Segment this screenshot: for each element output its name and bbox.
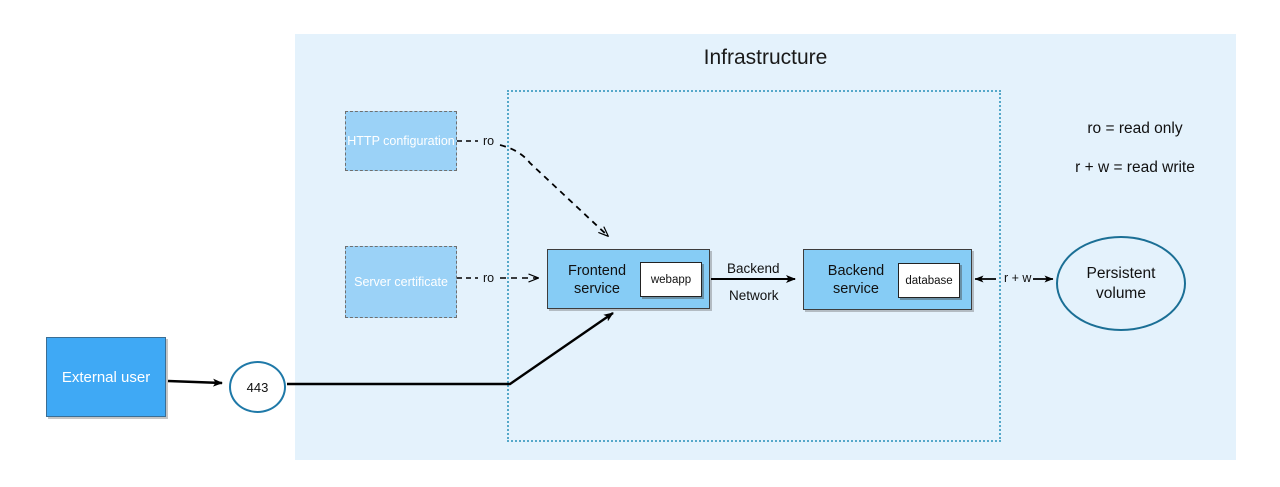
edge-label-http-config-ro: ro <box>483 134 495 148</box>
legend: ro = read only r + w = read write <box>1020 120 1250 198</box>
node-frontend-service-label: Frontend service <box>567 263 627 297</box>
edge-label-read-write: r + w <box>1004 271 1032 285</box>
wire-user-to-port <box>167 378 223 387</box>
node-server-certificate-label: Server certificate <box>354 275 448 289</box>
node-port-443-label: 443 <box>246 379 269 395</box>
node-http-configuration[interactable]: HTTP configuration <box>345 111 457 171</box>
node-http-configuration-label: HTTP configuration <box>347 134 455 148</box>
cluster-boundary <box>507 90 1001 442</box>
node-port-443[interactable]: 443 <box>229 361 286 413</box>
edge-label-certificate-ro: ro <box>483 271 495 285</box>
legend-item-read-write: r + w = read write <box>1075 159 1195 176</box>
node-persistent-volume[interactable]: Persistent volume <box>1056 236 1186 331</box>
infrastructure-title: Infrastructure <box>703 46 828 69</box>
node-backend-service-label: Backend service <box>827 263 885 297</box>
node-server-certificate[interactable]: Server certificate <box>345 246 457 318</box>
legend-item-read-only: ro = read only <box>1087 120 1183 137</box>
container-database[interactable]: database <box>898 263 960 298</box>
node-backend-service[interactable]: Backend service database <box>803 249 972 310</box>
node-persistent-volume-label: Persistent volume <box>1086 264 1156 302</box>
node-external-user[interactable]: External user <box>46 337 166 417</box>
node-frontend-service[interactable]: Frontend service webapp <box>547 249 710 309</box>
edge-label-backend: Backend <box>727 261 780 276</box>
edge-label-network: Network <box>729 288 779 303</box>
container-webapp[interactable]: webapp <box>640 262 702 297</box>
node-external-user-label: External user <box>61 368 151 386</box>
